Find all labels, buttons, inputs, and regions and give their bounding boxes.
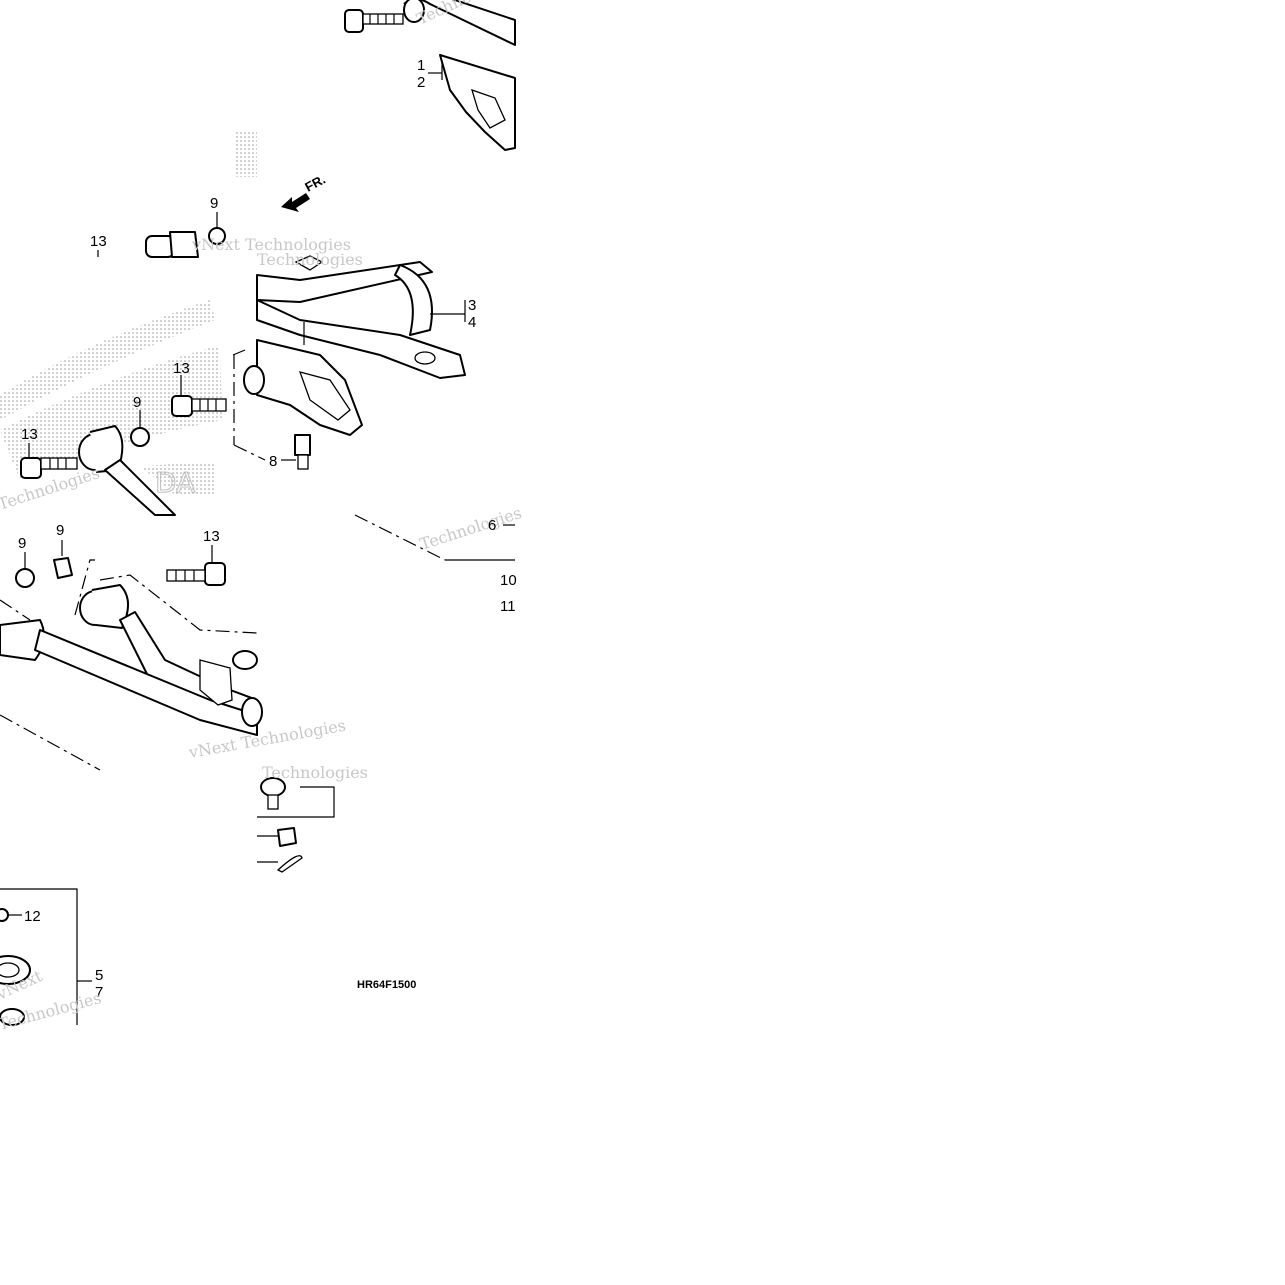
- watermark-text: vNext Technologies: [191, 235, 351, 254]
- mount-hole: [414, 351, 436, 365]
- nut-9c: [15, 568, 35, 588]
- hub-nut: [0, 1008, 25, 1026]
- figure-code: HR64F1500: [357, 979, 416, 991]
- frame-tile: 8 3 4 Technologies: [232, 250, 476, 470]
- front-direction-arrow: FR.: [281, 172, 328, 212]
- hub-tile: 12 5 7 vNext Technologies: [0, 888, 103, 1034]
- frame-rail: [256, 299, 466, 379]
- watermark-text: Technologies: [0, 463, 102, 514]
- callout-13: 13: [21, 426, 38, 443]
- castle-nut: [277, 827, 297, 847]
- hub-bearing-inner: [0, 962, 20, 978]
- callout-6: 6: [488, 517, 496, 534]
- lower-right-tile: Technologies 6 10 11: [354, 503, 524, 615]
- bushing-top: [403, 0, 425, 23]
- ball-joint-tile: Technologies HR64F1500: [257, 763, 416, 991]
- bolt-8: [294, 434, 311, 456]
- callout-9: 9: [56, 522, 64, 539]
- watermark-brand: DA: [155, 466, 195, 499]
- callout-9: 9: [133, 394, 141, 411]
- callout-4: 4: [468, 314, 476, 331]
- nut-9d: [53, 557, 73, 579]
- bushing-center: [243, 365, 265, 395]
- bolt-shank-13b: [40, 457, 78, 470]
- watermark-text: Technologies: [417, 503, 524, 554]
- frame-weld-nut: [294, 255, 324, 271]
- callout-13: 13: [173, 360, 190, 377]
- ball-joint-seat: [241, 697, 263, 727]
- shock-mount: [199, 659, 233, 706]
- callout-3: 3: [468, 297, 476, 314]
- lower-arm-tile: 9 9 13 vNext Technologies: [0, 522, 347, 771]
- bushing-upper-body: [169, 231, 199, 258]
- bolt-head-13c: [204, 562, 226, 586]
- callout-1: 1: [417, 57, 425, 74]
- nut-9a: [130, 427, 150, 447]
- bolt-head-13b: [20, 457, 42, 479]
- guard-plate-recess: [471, 88, 506, 129]
- callout-9: 9: [18, 535, 26, 552]
- callout-12: 12: [24, 908, 41, 925]
- ball-joint-stud: [267, 794, 279, 810]
- arm-tube: [104, 459, 176, 516]
- callout-10: 10: [500, 572, 517, 589]
- callout-8: 8: [269, 453, 277, 470]
- arm-bushing-lower-body: [91, 584, 129, 629]
- callout-5: 5: [95, 967, 103, 984]
- watermark-text: Technologies: [257, 250, 363, 269]
- bolt-shank-13c: [166, 569, 206, 582]
- callout-9: 9: [210, 195, 218, 212]
- lower-left-tile: DA Technologies 13 9 13 13 9 vNext Techn…: [0, 195, 351, 516]
- callout-2: 2: [417, 74, 425, 91]
- callout-11: 11: [500, 598, 516, 615]
- callout-13: 13: [90, 233, 107, 250]
- callout-7: 7: [95, 984, 103, 1001]
- nut-12: [0, 908, 9, 922]
- bracket-recess: [298, 371, 351, 421]
- bolt-head-13a: [171, 395, 193, 417]
- nut-9b: [208, 227, 226, 245]
- cotter-pin: [276, 855, 303, 873]
- watermark-text: Technologies: [262, 763, 368, 782]
- seal-ring: [232, 650, 258, 670]
- direction-label: FR.: [302, 172, 328, 195]
- bolt-shank-13a: [191, 398, 227, 412]
- callout-13: 13: [203, 528, 220, 545]
- frame-loop: [394, 264, 433, 336]
- upper-arm-tile: Technologies 1 2 FR.: [236, 0, 518, 212]
- bolt-top: [344, 9, 404, 33]
